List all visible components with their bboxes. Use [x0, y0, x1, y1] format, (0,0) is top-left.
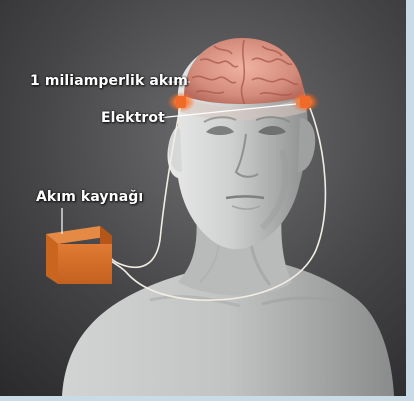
electrode-label: Elektrot: [101, 110, 165, 126]
current-source-box: [46, 226, 112, 284]
current-source-label: Akım kaynağı: [36, 189, 143, 205]
current-label: 1 miliamperlik akım: [30, 73, 188, 89]
